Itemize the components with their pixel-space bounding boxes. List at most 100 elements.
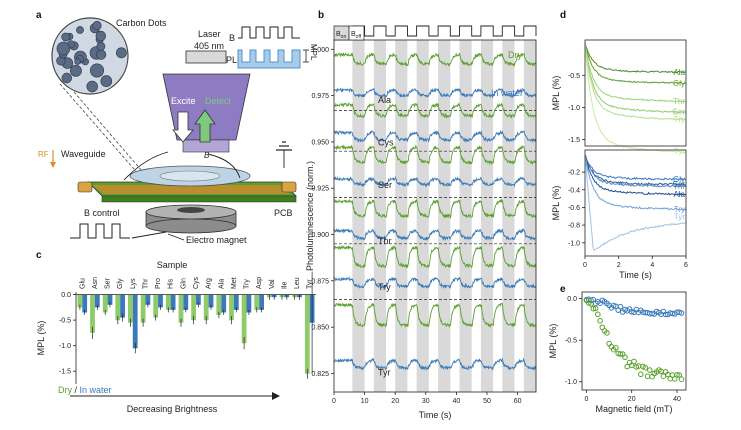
y-tick-label: -0.5 [565,338,577,345]
decay-tyr [584,43,687,154]
plot-frame [584,39,687,147]
carbon-dots-label: Carbon Dots [116,18,167,28]
trace-tyr-water [333,357,537,371]
category-label-tyr: Tyr [307,279,314,289]
point-dry [597,318,603,324]
bar-dry-try [241,294,247,344]
b-on-label: Bon [336,31,346,40]
trace-thr-water [333,227,537,241]
category-label-met: Met [231,277,238,289]
b-off-label: Boff [351,31,362,40]
category-label-asn: Asn [92,277,99,289]
y-tick-label: 0.975 [311,93,329,100]
category-label-leu: Leu [294,277,301,289]
y-tick-label: -0.8 [568,223,580,230]
x-tick-label: 40 [673,396,681,403]
electro-magnet-label: Electro magnet [186,235,247,245]
brightness-arrow-icon [272,392,280,400]
plot-frame [581,291,687,391]
trace-cys-dry [333,102,537,119]
y-tick-label: 0.0 [567,296,577,303]
x-tick-label: 20 [391,398,399,405]
y-tick-label: 0.850 [311,325,329,332]
y-tick-label: 0.0 [61,292,71,299]
category-label-glu: Glu [79,278,86,289]
panel-d-label: d [560,10,566,21]
point-dry [588,301,594,307]
legend-ala: Ala [673,190,685,199]
detect-arrow-icon [194,109,216,143]
bar-dry-thr [140,294,146,323]
trace-ala-dry [333,52,537,67]
y-tick-label: -0.4 [568,187,580,194]
carbon-dot [100,75,113,87]
decay-gly [584,43,687,85]
point-water [617,303,624,310]
y-tick-label: -1.0 [565,379,577,386]
pcb-assembly: B [77,151,297,203]
legend-separator: / [72,385,80,395]
pl-label: PL [226,55,237,65]
legend-ser: Ser [673,108,686,117]
trace-ala-water [333,87,537,99]
category-label-pro: Pro [155,278,162,289]
category-label-asp: Asp [256,277,263,289]
decay-ser [584,43,687,114]
y-tick-label: 0.925 [311,186,329,193]
bar-dry-his [165,294,171,310]
bar-dry-asn [90,294,95,333]
brightness-arrow-label: Decreasing Brightness [127,404,218,414]
decay-tyr [584,154,687,251]
category-label-ile: Ile [281,282,288,290]
y-tick-label: 0.950 [311,139,329,146]
laser-objective: Laser 405 nm Excite Detect [162,29,251,153]
b-pulse-label: B [229,33,235,43]
decay-thr [584,43,687,103]
bar-dry-pro [153,294,159,318]
point-water [678,310,685,316]
trace-thr-dry [333,198,537,219]
category-label-ala: Ala [218,279,225,289]
panel-a: a Carbon Dots Laser 405 nm Excite Detect… [36,10,318,245]
x-tick-label: 0 [585,396,589,403]
panel-c-ylabel: MPL (%) [36,321,46,356]
legend-ser: Ser [673,180,686,189]
x-tick-label: 2 [617,262,621,269]
bar-water-ala [221,294,227,313]
panel-c-label: c [36,250,42,261]
water-label: In water [491,88,523,98]
bar-dry-tyr [304,294,310,374]
legend-tyr: Tyr [674,147,685,156]
y-tick-label: -0.5 [59,318,71,325]
electro-magnet [145,204,237,234]
bar-water-try [246,294,252,313]
category-label-his: His [168,278,175,289]
bar-water-met [233,294,239,310]
point-water [628,309,635,315]
point-dry [595,311,601,318]
bar-dry-ser [102,294,108,313]
amino-label-ser: Ser [378,180,392,190]
bar-water-his [170,294,176,310]
legend-ala: Ala [673,68,685,77]
amino-label-cys: Cys [378,138,394,148]
point-dry [676,372,683,378]
decay-ala [584,43,687,74]
point-dry [631,358,637,365]
category-label-val: Val [269,279,276,289]
y-tick-label: -1.0 [568,105,580,112]
bar-dry-arg [203,294,209,321]
x-tick-label: 6 [684,262,688,269]
mpl-label: MPL [309,44,318,61]
panel-e-ylabel: MPL (%) [548,324,558,359]
bar-dry-ala [216,294,222,315]
pcb-label: PCB [274,208,293,218]
detect-label: Detect [205,96,232,106]
panel-d-ylabel: MPL (%) [551,186,561,221]
y-tick-label: -1.5 [59,369,71,376]
legend-gly: Gly [673,175,685,184]
point-dry [613,345,619,351]
